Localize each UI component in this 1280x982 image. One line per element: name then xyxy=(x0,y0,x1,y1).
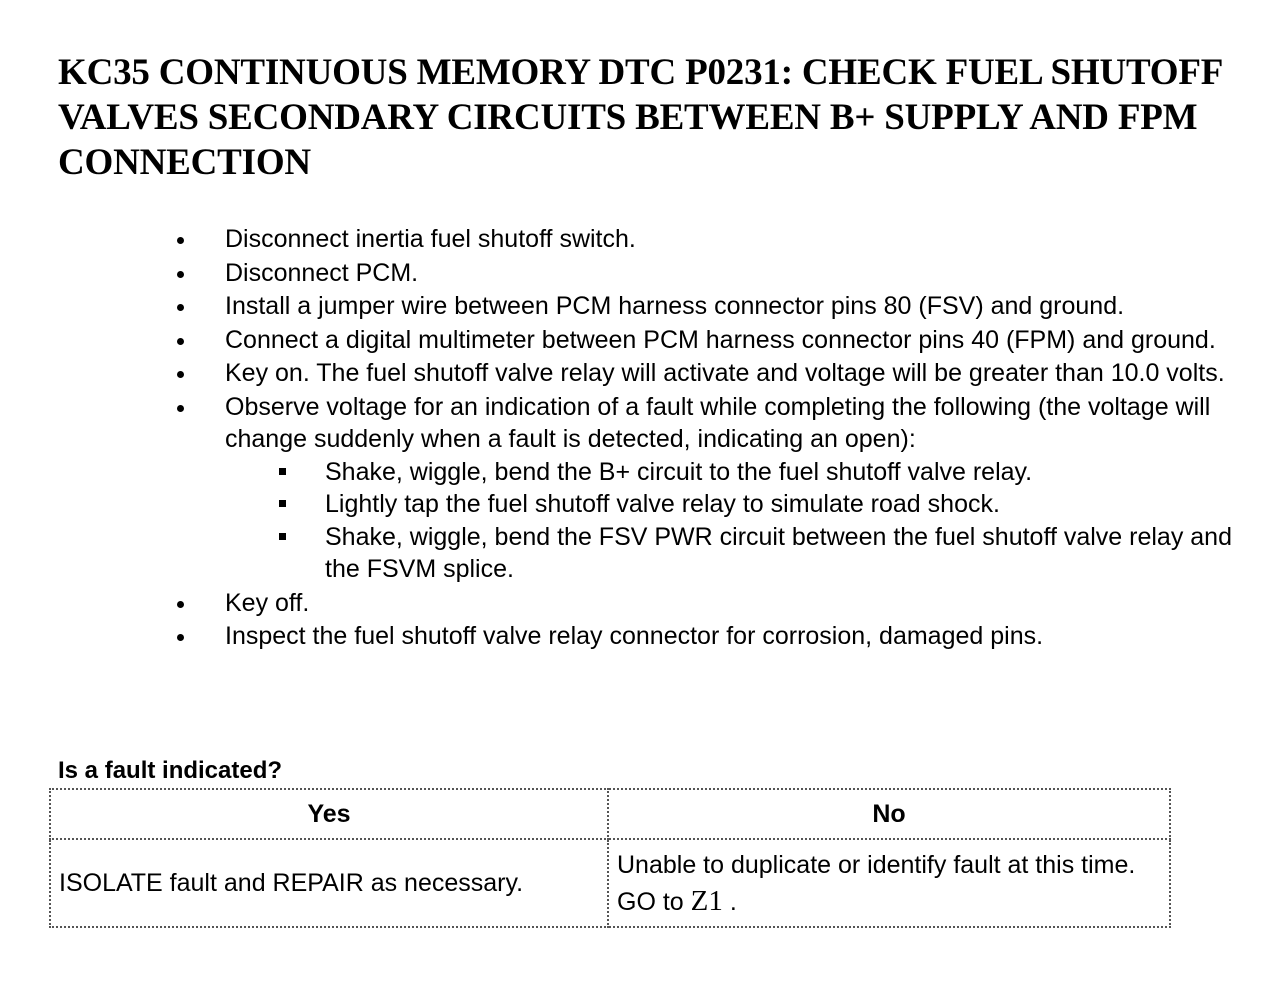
step-item: Key on. The fuel shutoff valve relay wil… xyxy=(177,357,1235,390)
step-text: Key on. The fuel shutoff valve relay wil… xyxy=(225,359,1225,387)
table-header-row: Yes No xyxy=(49,788,1171,840)
substep-item: Lightly tap the fuel shutoff valve relay… xyxy=(279,488,1235,521)
question-heading: Is a fault indicated? xyxy=(58,757,283,784)
substep-item: Shake, wiggle, bend the FSV PWR circuit … xyxy=(279,521,1235,586)
page-title: KC35 CONTINUOUS MEMORY DTC P0231: CHECK … xyxy=(58,52,1222,183)
step-text: Key off. xyxy=(225,588,310,617)
no-text: Unable to duplicate or identify fault at… xyxy=(617,850,1136,916)
substep-text: Shake, wiggle, bend the B+ circuit to th… xyxy=(325,457,1033,486)
step-item: Observe voltage for an indication of a f… xyxy=(177,391,1235,586)
substep-text: Shake, wiggle, bend the FSV PWR circuit … xyxy=(325,522,1232,584)
reference-link[interactable]: Z1 xyxy=(690,884,723,917)
step-item: Disconnect PCM. xyxy=(177,257,1235,290)
result-table: Yes No ISOLATE fault and REPAIR as neces… xyxy=(49,788,1171,928)
substep-text: Lightly tap the fuel shutoff valve relay… xyxy=(325,490,1000,518)
step-text: Connect a digital multimeter between PCM… xyxy=(225,325,1216,354)
step-text: Install a jumper wire between PCM harnes… xyxy=(225,292,1125,320)
step-text: Observe voltage for an indication of a f… xyxy=(225,392,1211,454)
step-item: Install a jumper wire between PCM harnes… xyxy=(177,290,1235,323)
no-end: . xyxy=(729,887,737,916)
header-no: No xyxy=(607,788,1171,840)
table-row: ISOLATE fault and REPAIR as necessary. U… xyxy=(49,838,1171,928)
step-item: Inspect the fuel shutoff valve relay con… xyxy=(177,620,1235,653)
step-text: Inspect the fuel shutoff valve relay con… xyxy=(225,622,1044,650)
step-item: Key off. xyxy=(177,587,1235,620)
step-text: Disconnect PCM. xyxy=(225,258,419,287)
header-yes: Yes xyxy=(49,788,609,840)
step-text: Disconnect inertia fuel shutoff switch. xyxy=(225,225,636,253)
substeps-list: Shake, wiggle, bend the B+ circuit to th… xyxy=(225,456,1235,586)
procedure-steps: Disconnect inertia fuel shutoff switch. … xyxy=(177,223,1235,654)
step-item: Connect a digital multimeter between PCM… xyxy=(177,324,1235,357)
substep-item: Shake, wiggle, bend the B+ circuit to th… xyxy=(279,456,1235,489)
cell-no: Unable to duplicate or identify fault at… xyxy=(607,838,1171,928)
cell-yes: ISOLATE fault and REPAIR as necessary. xyxy=(49,838,609,928)
step-item: Disconnect inertia fuel shutoff switch. xyxy=(177,223,1235,256)
